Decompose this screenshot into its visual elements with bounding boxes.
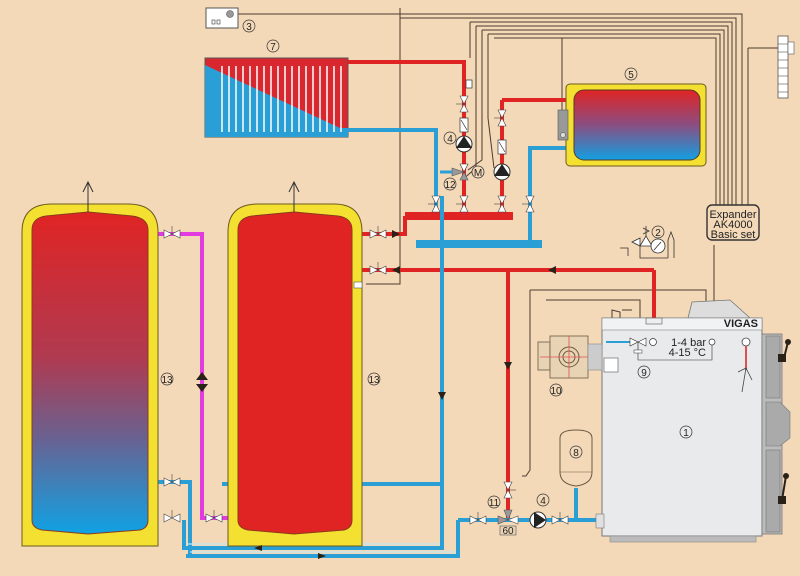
- valve[interactable]: [163, 474, 181, 487]
- burner: [537, 335, 619, 379]
- hot-water-tank: [557, 83, 707, 167]
- valve[interactable]: [494, 109, 507, 127]
- expander-label-2: AK4000: [713, 219, 752, 231]
- svg-text:4: 4: [540, 496, 546, 507]
- thermostatic-mixing-valve: 60: [497, 509, 519, 537]
- svg-text:13: 13: [161, 375, 173, 386]
- buffer-tank-right: [227, 180, 363, 547]
- ball-valves: [163, 95, 569, 525]
- label-13a: 13: [160, 372, 174, 386]
- valve[interactable]: [469, 512, 487, 525]
- safety-valve-group: [620, 226, 675, 259]
- svg-text:11: 11: [489, 498, 500, 509]
- svg-text:13: 13: [368, 375, 380, 386]
- boiler: VIGAS: [595, 299, 791, 543]
- label-13b: 13: [367, 372, 381, 386]
- terminal-block: [777, 35, 795, 99]
- label-11: 11: [487, 495, 501, 509]
- boiler-brand: VIGAS: [724, 318, 758, 330]
- valve[interactable]: [369, 226, 387, 239]
- label-2: 2: [651, 225, 665, 239]
- pump-dhw-circuit: [493, 163, 511, 181]
- expander-label-1: Expander: [709, 209, 756, 221]
- motorised-mixing-valve: M: [440, 163, 485, 181]
- valve[interactable]: [456, 95, 469, 113]
- svg-text:12: 12: [444, 180, 456, 191]
- svg-text:1: 1: [683, 428, 689, 439]
- thermal-safety-valve: 1-4 bar 4-15 °C: [606, 337, 716, 361]
- label-7: 7: [266, 39, 280, 53]
- radiator-fins: [221, 66, 342, 132]
- label-8: 8: [569, 445, 583, 459]
- svg-text:2: 2: [655, 228, 661, 239]
- label-1: 1: [679, 425, 693, 439]
- svg-text:5: 5: [628, 70, 634, 81]
- pump-boiler-circuit: [529, 511, 547, 529]
- valve[interactable]: [163, 226, 181, 239]
- svg-text:7: 7: [270, 42, 276, 53]
- svg-text:9: 9: [641, 368, 647, 379]
- svg-text:8: 8: [573, 448, 579, 459]
- valve[interactable]: [494, 195, 507, 213]
- hot-pipes: [348, 60, 656, 520]
- svg-text:4: 4: [447, 134, 453, 145]
- expander-box: Expander AK4000 Basic set: [706, 204, 760, 241]
- label-5: 5: [624, 67, 638, 81]
- pump-heating-circuit: [455, 135, 473, 153]
- cold-pipes: [150, 128, 604, 558]
- boiler-door-handles: [778, 339, 791, 504]
- hot-manifold: [405, 212, 513, 220]
- label-3: 3: [242, 19, 256, 33]
- flow-arrows: [196, 230, 556, 559]
- valve[interactable]: [428, 195, 441, 213]
- valve[interactable]: [456, 195, 469, 213]
- label-4a: 4: [443, 131, 457, 145]
- valve[interactable]: [205, 510, 223, 523]
- valve[interactable]: [522, 195, 535, 213]
- motor-label: M: [474, 168, 482, 179]
- cold-manifold: [416, 240, 542, 248]
- label-12: 12: [443, 177, 457, 191]
- control-wiring: [232, 8, 780, 477]
- label-4b: 4: [536, 493, 550, 507]
- radiator: [204, 57, 349, 138]
- label-10: 10: [549, 383, 563, 397]
- flow-check-valves: [459, 79, 507, 155]
- valve[interactable]: [551, 512, 569, 525]
- thermostatic-setpoint: 60: [502, 526, 514, 537]
- component-labels: 1 2 3 4 4 5 7 8 9 10 11 12 13 13: [160, 19, 693, 509]
- valve[interactable]: [369, 262, 387, 275]
- buffer-tank-left: [21, 180, 159, 547]
- pressure-text: 1-4 bar: [671, 337, 706, 349]
- expander-label-3: Basic set: [711, 229, 756, 241]
- valve[interactable]: [163, 510, 181, 523]
- room-thermostat: [205, 7, 239, 29]
- svg-text:3: 3: [246, 22, 252, 33]
- label-9: 9: [637, 365, 651, 379]
- valve[interactable]: [503, 481, 516, 499]
- svg-text:10: 10: [550, 386, 562, 397]
- temperature-text: 4-15 °C: [669, 347, 706, 359]
